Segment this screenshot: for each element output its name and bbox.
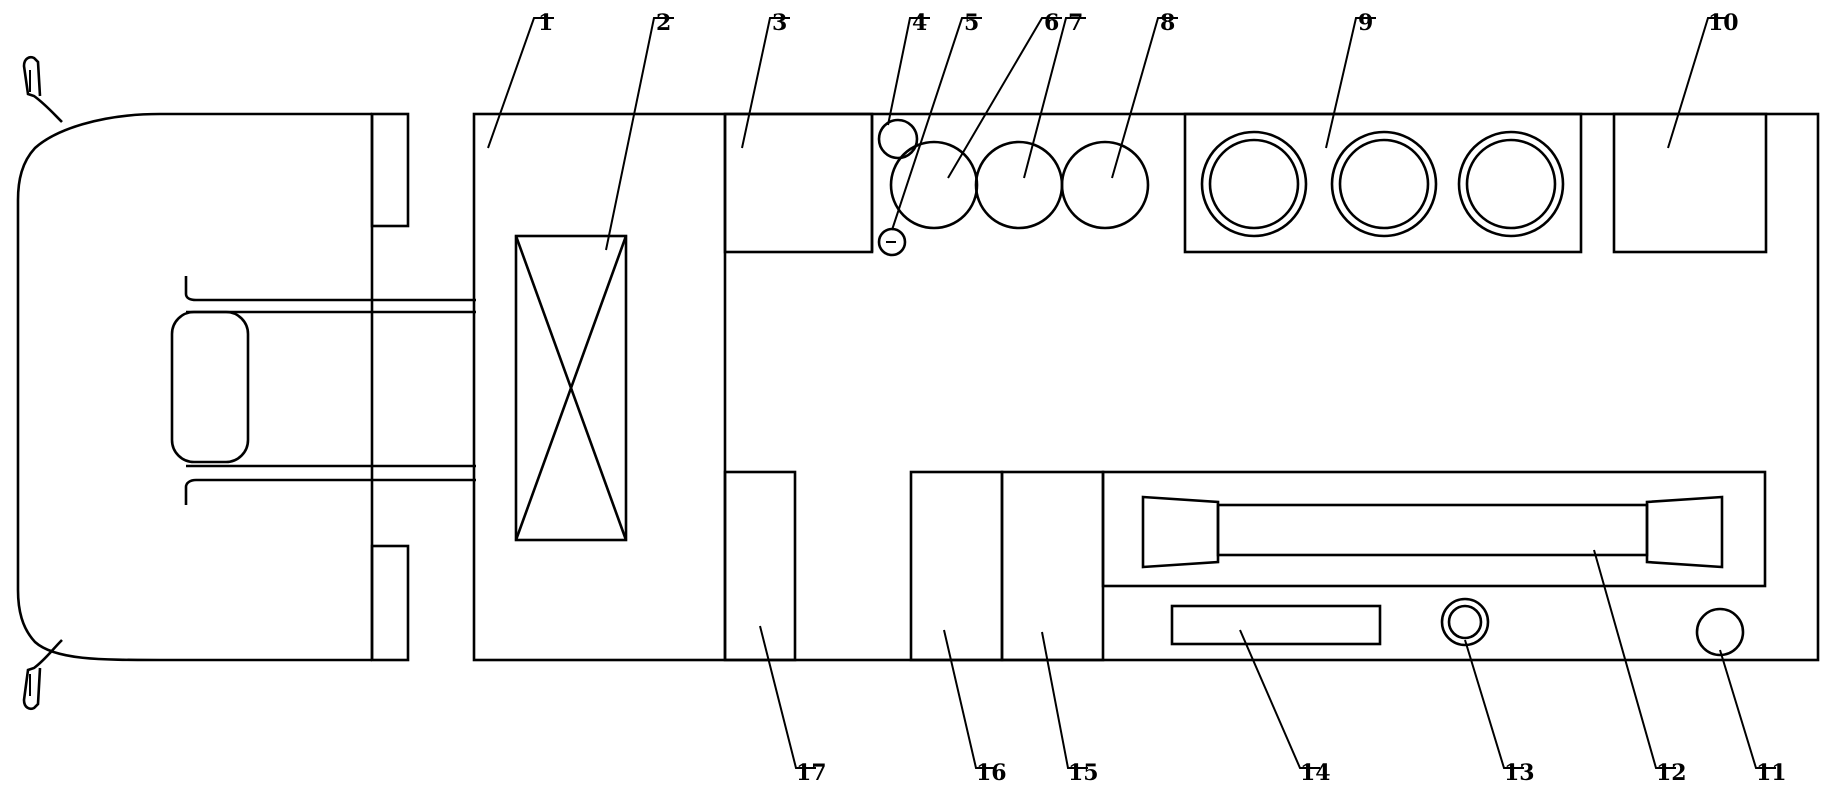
component-11-port: [1695, 607, 1745, 657]
component-7-tank: [974, 140, 1064, 230]
component-12-housing: [1101, 470, 1767, 588]
frame-rail-bottom: [184, 478, 476, 505]
component-6-tank: [889, 140, 979, 230]
label-13: 13: [1504, 760, 1535, 786]
label-2: 2: [656, 10, 671, 36]
label-10: 10: [1708, 10, 1739, 36]
label-15: 15: [1068, 760, 1099, 786]
component-9-housing: [1183, 112, 1583, 254]
drum-3-inner: [1465, 138, 1557, 230]
component-14-panel: [1170, 604, 1382, 646]
cab-post-bottom: [370, 544, 410, 662]
component-8-tank: [1060, 140, 1150, 230]
roller-shaft: [1216, 503, 1649, 557]
mirror-top: [22, 55, 63, 123]
component-16-cabinet: [909, 470, 1004, 662]
label-17: 17: [796, 760, 827, 786]
component-15-cabinet: [1000, 470, 1105, 662]
component-17-cabinet: [723, 470, 797, 662]
label-14: 14: [1300, 760, 1331, 786]
cab-outline: [16, 112, 372, 662]
cab-post-top: [370, 112, 410, 228]
cab-seat: [170, 310, 250, 464]
component-13-outer: [1440, 597, 1490, 647]
drum-1-inner: [1208, 138, 1300, 230]
truck-cab: [16, 55, 476, 711]
roller-end-right: [1645, 495, 1724, 569]
label-16: 16: [976, 760, 1007, 786]
mirror-bottom: [22, 639, 63, 711]
roller-end-left: [1141, 495, 1220, 569]
drum-2-outer: [1330, 130, 1438, 238]
drum-3-outer: [1457, 130, 1565, 238]
number-labels: 1 2 3 4 5 6 7 8 9 10 17 16 15 14 13 12 1…: [538, 10, 1787, 786]
label-1: 1: [538, 10, 553, 36]
label-12: 12: [1656, 760, 1687, 786]
component-2-box: [514, 234, 628, 542]
component-10-cabinet: [1612, 112, 1768, 254]
truck-body: [472, 112, 1820, 662]
label-5: 5: [964, 10, 979, 36]
drum-2-inner: [1338, 138, 1430, 230]
component-13-inner: [1447, 604, 1483, 640]
label-7: 7: [1068, 10, 1083, 36]
label-4: 4: [912, 10, 927, 36]
label-11: 11: [1756, 760, 1787, 786]
leader-lines: [487, 17, 1776, 769]
frame-rail-top: [184, 276, 476, 302]
component-3-cabinet: [723, 112, 874, 254]
component-4-small-tank: [877, 118, 919, 160]
label-8: 8: [1160, 10, 1175, 36]
label-3: 3: [772, 10, 787, 36]
body-outline: [472, 112, 1820, 662]
drum-1-outer: [1200, 130, 1308, 238]
label-9: 9: [1358, 10, 1373, 36]
label-6: 6: [1044, 10, 1059, 36]
